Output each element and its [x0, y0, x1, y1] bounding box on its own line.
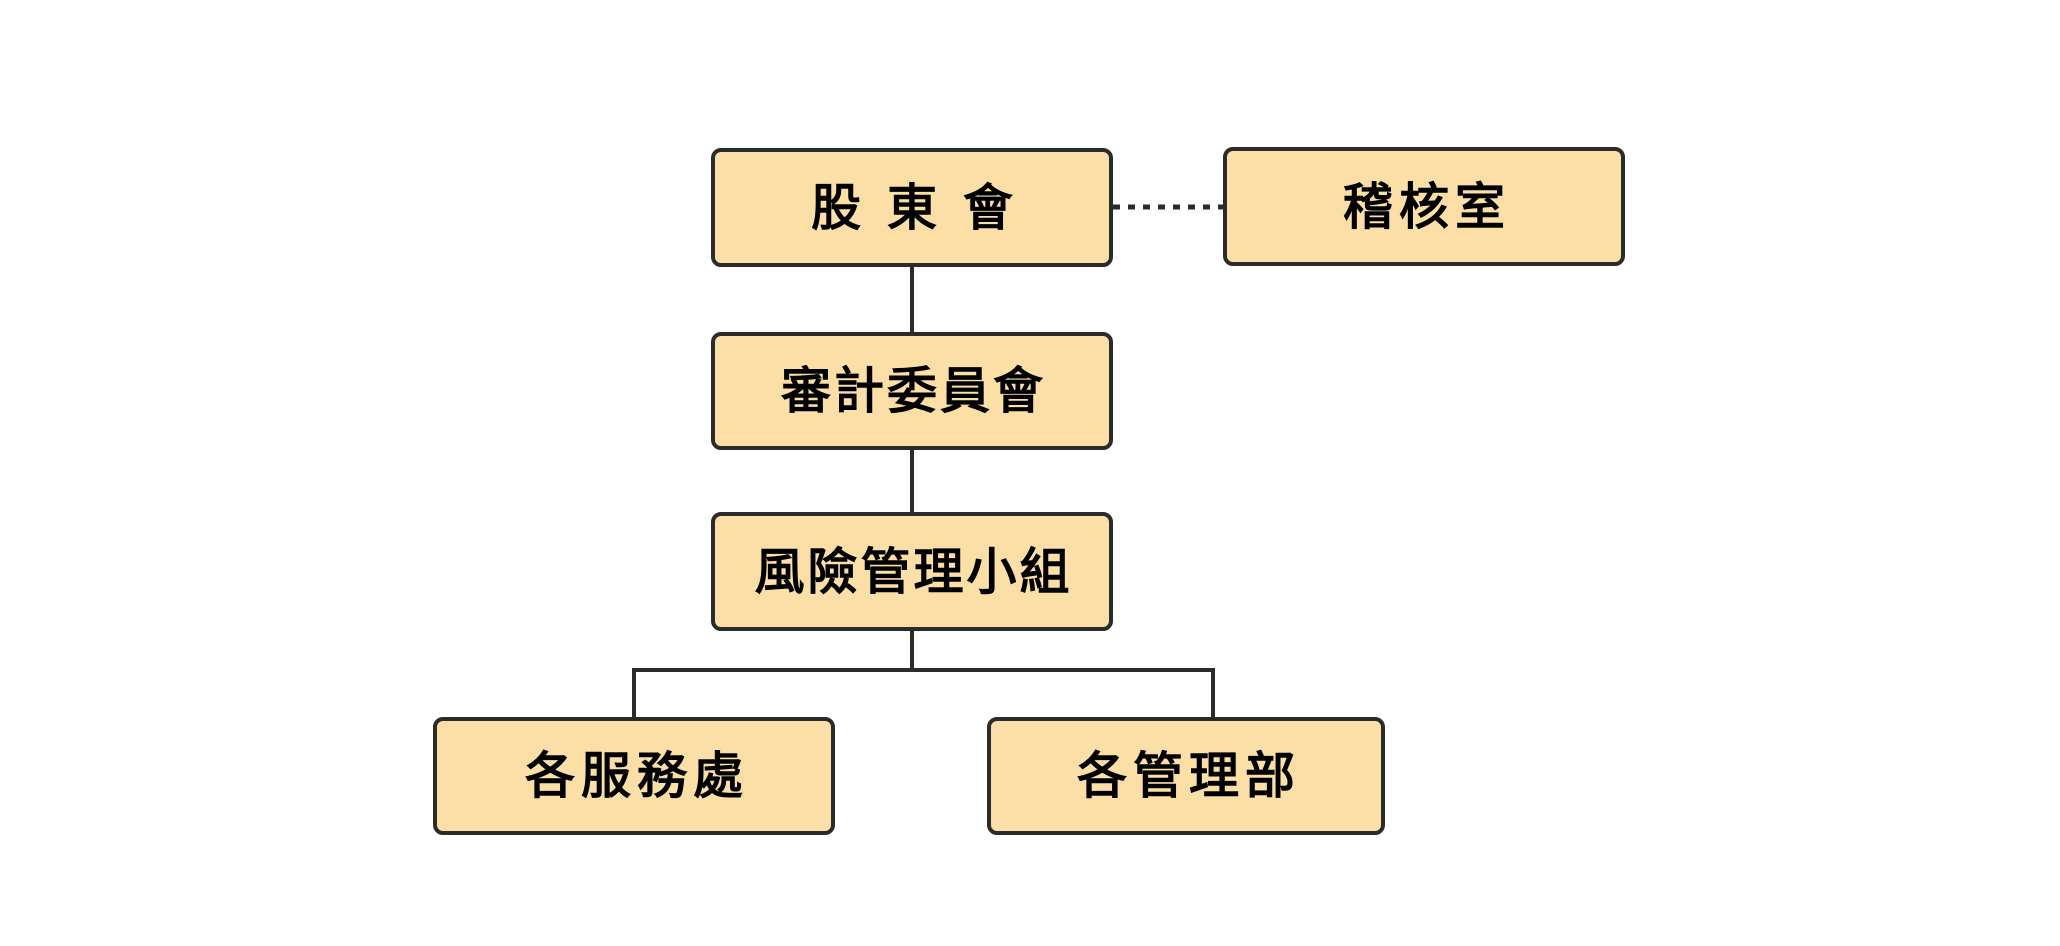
node-audit-committee: 審計委員會	[711, 332, 1113, 450]
node-shareholders: 股 東 會	[711, 148, 1113, 267]
node-service-offices: 各服務處	[433, 717, 835, 835]
node-audit-office: 稽核室	[1223, 147, 1625, 266]
node-management-departments: 各管理部	[987, 717, 1385, 835]
node-risk-management-team: 風險管理小組	[711, 512, 1113, 631]
